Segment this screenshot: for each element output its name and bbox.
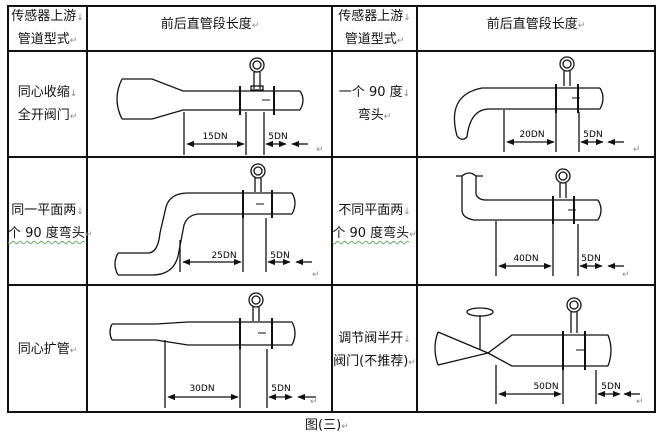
pipe-type-two-elbows-diff-plane: 不同平面两↓ 个 90 度弯头↵ <box>332 203 417 241</box>
paragraph-mark: ↵ <box>636 397 644 407</box>
header-pipe-type-right: 传感器上游↓ 管道型式↵ <box>338 9 411 47</box>
pipe-requirements-table <box>7 5 656 413</box>
paragraph-mark: ↵ <box>316 145 324 155</box>
header-pipe-type-left: 传感器上游↓ 管道型式↵ <box>11 9 84 47</box>
upstream-length-label: 25DN <box>211 251 236 261</box>
diagram-control-valve <box>434 297 640 404</box>
downstream-length-label: 5DN <box>268 132 287 142</box>
figure-caption: 图(三)↵ <box>305 418 349 433</box>
paragraph-mark: ↵ <box>312 270 320 280</box>
flowmeter-sensor-icon <box>248 292 264 321</box>
pipe-type-concentric-reducer: 同心收缩↓ 全开阀门↵ <box>17 85 78 123</box>
diagram-two-elbows-diff-plane <box>456 168 624 276</box>
diagram-concentric-reducer <box>116 57 308 155</box>
pipe-type-single-elbow: 一个 90 度↓ 弯头↵ <box>338 85 411 123</box>
diagram-single-elbow <box>453 56 624 152</box>
upstream-length-label: 40DN <box>513 254 538 264</box>
column-separator <box>331 5 333 413</box>
diagram-two-elbows-same-plane <box>114 163 312 276</box>
column-separator <box>86 5 88 413</box>
upstream-length-label: 20DN <box>519 130 544 140</box>
pipe-type-two-elbows-same-plane: 同一平面两↓ 个 90 度弯头↵ <box>8 203 93 241</box>
paragraph-mark: ↵ <box>310 397 318 407</box>
header-straight-length-right: 前后直管段长度↵ <box>486 17 586 32</box>
flowmeter-sensor-icon <box>555 168 571 198</box>
downstream-length-label: 5DN <box>271 384 290 394</box>
upstream-length-label: 50DN <box>533 382 558 392</box>
table-border-left <box>7 5 9 413</box>
flowmeter-sensor-icon <box>250 163 266 192</box>
downstream-length-label: 5DN <box>601 382 620 392</box>
column-separator <box>416 5 418 413</box>
header-straight-length-left: 前后直管段长度↵ <box>160 17 260 32</box>
upstream-length-label: 15DN <box>202 132 227 142</box>
valve-handwheel-icon <box>466 307 494 317</box>
downstream-length-label: 5DN <box>583 130 602 140</box>
pipe-type-control-valve: 调节阀半开↓ 阀门(不推荐)↵ <box>333 331 416 369</box>
diagram-concentric-expander <box>109 292 316 408</box>
paragraph-mark: ↵ <box>633 145 641 155</box>
flowmeter-sensor-icon <box>566 297 582 333</box>
table-border-right <box>654 5 656 413</box>
flowmeter-sensor-icon <box>249 57 265 91</box>
downstream-length-label: 5DN <box>270 251 289 261</box>
upstream-length-label: 30DN <box>189 384 214 394</box>
downstream-length-label: 5DN <box>581 254 600 264</box>
pipe-type-concentric-expander: 同心扩管↵ <box>17 342 78 357</box>
flowmeter-sensor-icon <box>559 56 575 86</box>
paragraph-mark: ↵ <box>622 270 630 280</box>
